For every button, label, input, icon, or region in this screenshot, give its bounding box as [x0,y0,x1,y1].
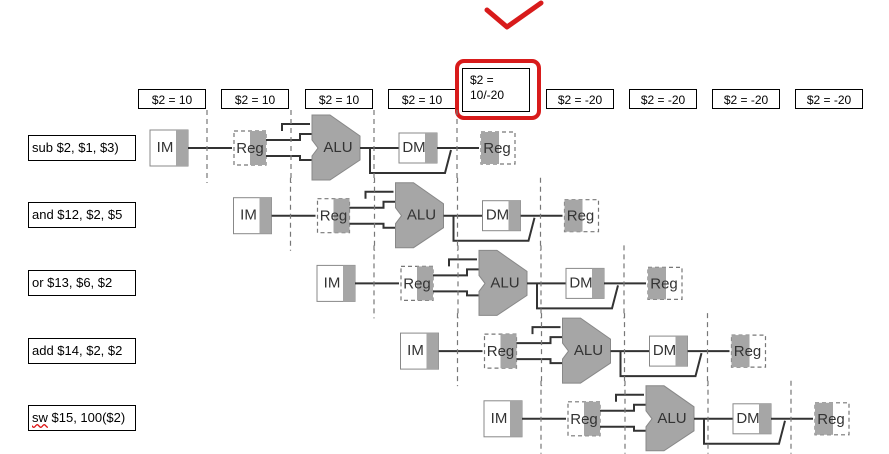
datapath-wire [600,403,646,412]
datapath-wire [516,336,563,345]
register-value-box: $2 = -20 [629,89,697,109]
alu-label: ALU [574,342,603,359]
im-label: IM [491,410,508,427]
im-label: IM [324,274,341,291]
im-label: IM [157,139,174,156]
value-line-1: $2 = [470,73,494,87]
reg-write-shade [815,402,833,435]
reg-read-label: Reg [236,140,264,157]
datapath-wire [615,393,644,402]
register-value-box: $2 = -20 [712,89,780,109]
datapath-wire [452,215,536,242]
dm-label: DM [486,207,509,224]
dm-label: DM [569,274,592,291]
datapath-wire [281,123,310,131]
register-value-box: $2 = 10 [388,89,456,109]
reg-read-shade [417,266,433,301]
dm-stage-shade [675,336,688,367]
reg-write-label: Reg [734,343,762,360]
instruction-operands: $15, 100($2) [47,410,126,425]
dm-label: DM [653,342,676,359]
reg-read-shade [250,131,266,165]
reg-write-shade [481,132,499,164]
reg-read-shade [584,401,600,436]
highlight-rectangle [455,59,541,120]
instruction-label: and $12, $2, $5 [28,202,136,228]
datapath-wire [266,155,312,161]
register-value-box: $2 = -20 [546,89,614,109]
instruction-label: sw $15, 100($2) [28,405,136,431]
im-stage-shade [176,130,188,166]
datapath-wire [703,418,786,445]
value-line-2: 10/-20 [470,88,505,102]
register-value-box: $2 = 10 [138,89,206,109]
register-value-box: $2 = 10 [221,89,289,109]
reg-write-label: Reg [817,411,845,428]
datapath-wire [516,358,563,365]
reg-read-shade [500,334,517,369]
dm-stage-shade [508,200,521,231]
reg-write-shade [648,267,666,300]
im-label: IM [240,207,257,224]
alu-stage [562,317,611,384]
datapath-wire [531,326,561,335]
reg-write-shade [731,335,750,368]
instruction-label: sub $2, $1, $3) [28,135,136,161]
im-stage-shade [343,265,355,302]
alu-stage [311,114,361,181]
reg-write-label: Reg [650,275,678,292]
reg-write-shade [564,199,583,232]
dm-stage-shade [425,133,437,163]
reg-read-shade [333,198,350,233]
reg-read-label: Reg [403,275,431,292]
instruction-label: or $13, $6, $2 [28,270,136,296]
datapath-wire [364,190,394,199]
reg-write-label: Reg [567,208,595,225]
reg-read-label: Reg [487,343,515,360]
dm-label: DM [402,139,425,156]
register-value-box-highlighted: $2 = 10/-20 [462,68,530,112]
datapath-wire [349,222,396,229]
register-value-box: $2 = -20 [795,89,863,109]
datapath-wire [619,351,703,378]
alu-stage [395,182,444,249]
reg-read-label: Reg [570,411,598,428]
datapath-wire [349,200,396,209]
datapath-wire [536,283,619,310]
dm-stage-shade [759,403,771,434]
checkmark-icon [484,0,544,30]
alu-label: ALU [657,410,686,427]
datapath-wire [448,258,477,267]
datapath-wire [369,148,452,174]
register-value-box: $2 = 10 [305,89,373,109]
instruction-opcode: sw [32,410,48,425]
datapath-wire [600,425,646,432]
instruction-label: add $14, $2, $2 [28,338,136,364]
datapath-wire [433,290,479,297]
alu-label: ALU [490,274,519,291]
datapath-wire [266,133,312,141]
alu-label: ALU [407,207,436,224]
dm-stage-shade [592,268,604,299]
reg-write-label: Reg [483,140,511,157]
im-label: IM [407,342,424,359]
im-stage-shade [426,333,439,370]
alu-stage [645,385,695,452]
alu-stage [478,249,528,316]
dm-label: DM [736,410,759,427]
reg-read-label: Reg [320,208,348,225]
alu-label: ALU [323,139,352,156]
im-stage-shade [259,197,272,234]
datapath-wire [433,268,479,277]
im-stage-shade [510,400,522,437]
